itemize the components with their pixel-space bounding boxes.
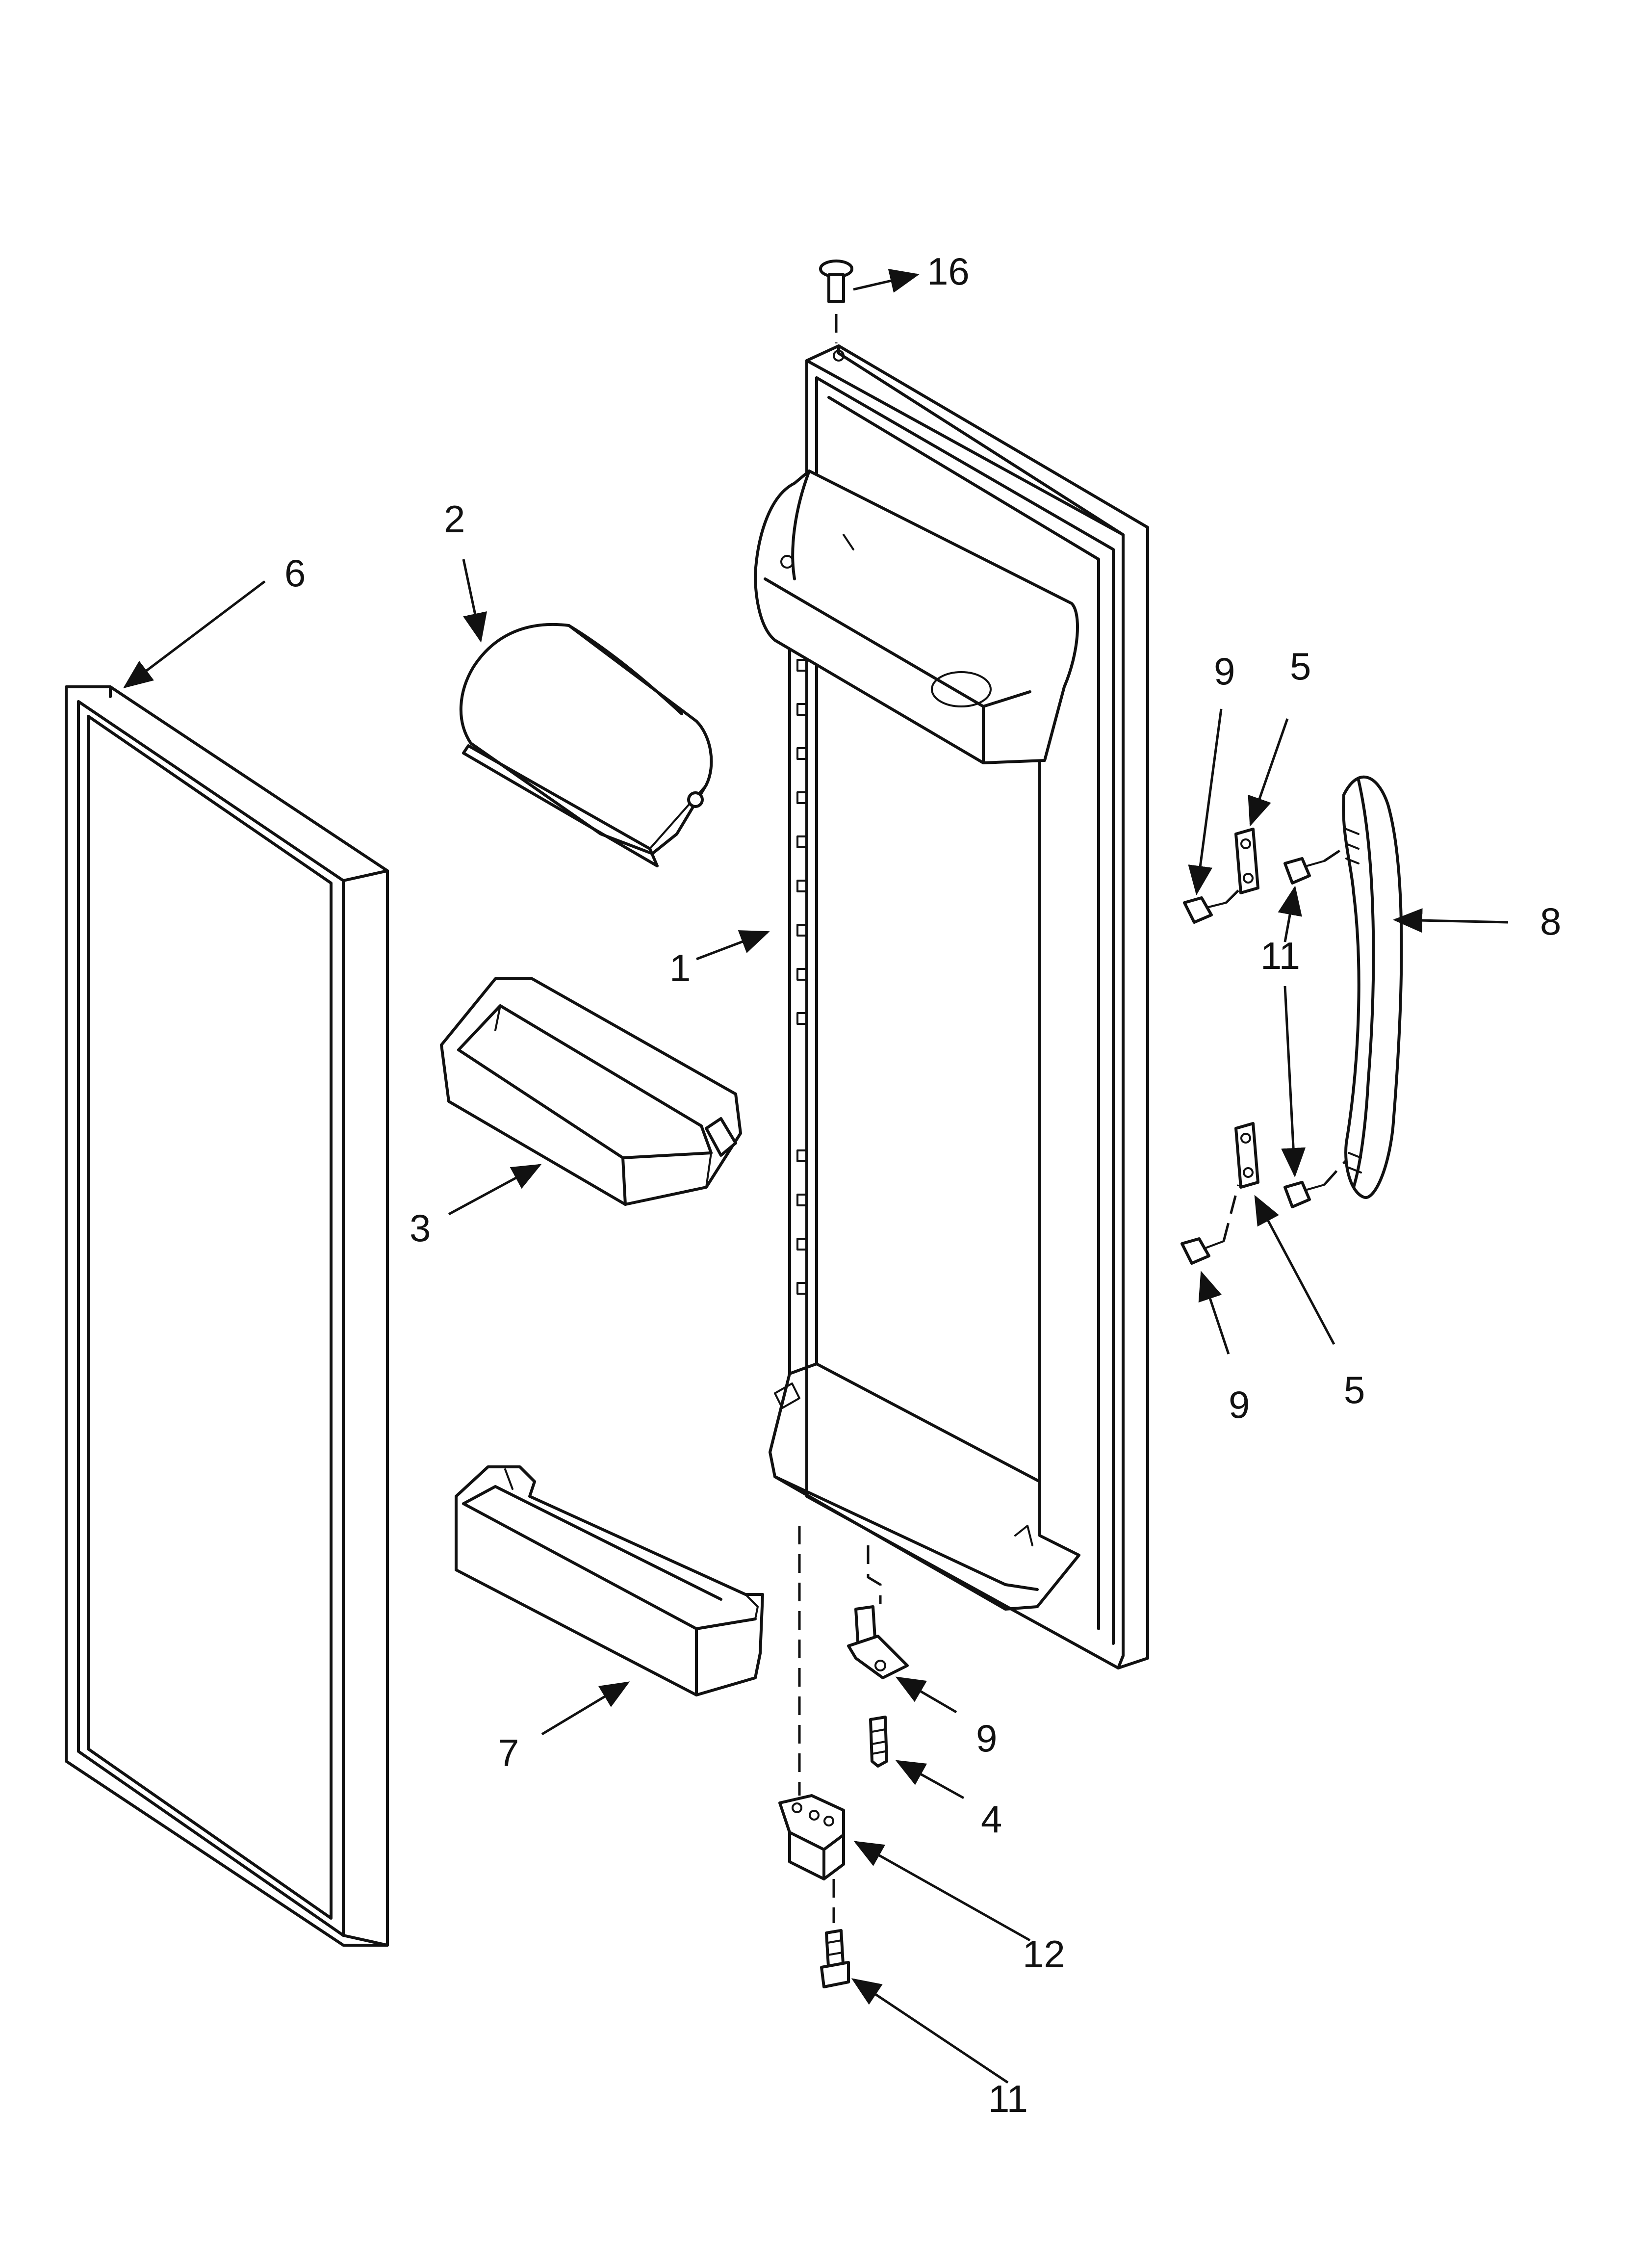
screw-13-upper	[1283, 845, 1347, 885]
door-bin-small	[455, 1465, 764, 1696]
callout-9-lower: 9	[1229, 1383, 1250, 1426]
leader-lines	[123, 269, 1509, 2084]
handle-bracket-lower	[1234, 1122, 1259, 1189]
callout-12: 12	[1023, 1932, 1065, 1976]
callout-4: 4	[981, 1798, 1002, 1841]
hinge-pin	[847, 1545, 909, 1679]
callout-10: 9	[976, 1717, 997, 1760]
handle-bracket-upper	[1234, 828, 1259, 894]
screw-9-upper	[1183, 889, 1239, 924]
refrigerator-door	[754, 344, 1149, 1669]
callout-13: 11	[1260, 934, 1300, 977]
callout-3: 3	[410, 1206, 431, 1250]
callout-11: 11	[988, 2077, 1028, 2120]
door-handle	[1342, 775, 1403, 1199]
bottom-hinge	[778, 1526, 845, 1923]
callout-5-upper: 5	[1290, 645, 1311, 688]
shelf-rib-dots	[796, 659, 807, 1295]
screw-13-lower	[1283, 1159, 1347, 1208]
door-bin-large	[440, 977, 742, 1206]
callout-1: 1	[669, 946, 691, 990]
dairy-door	[459, 623, 713, 867]
callout-8: 8	[1540, 900, 1561, 943]
screw-9-lower	[1180, 1184, 1240, 1265]
screw-11	[820, 1929, 850, 1988]
callout-9-upper: 9	[1214, 650, 1235, 693]
callout-7: 7	[498, 1731, 519, 1774]
screw-4	[869, 1716, 888, 1768]
door-plug	[819, 260, 853, 362]
door-gasket	[65, 685, 389, 1947]
callout-5-lower: 5	[1344, 1368, 1365, 1411]
callout-16: 16	[927, 250, 970, 293]
callout-6: 6	[284, 551, 306, 595]
callout-2: 2	[444, 497, 465, 541]
callout-labels: 16 2 6 1 3 7 9 5 8 11 9 5 9 4 12 11	[284, 250, 1561, 2120]
